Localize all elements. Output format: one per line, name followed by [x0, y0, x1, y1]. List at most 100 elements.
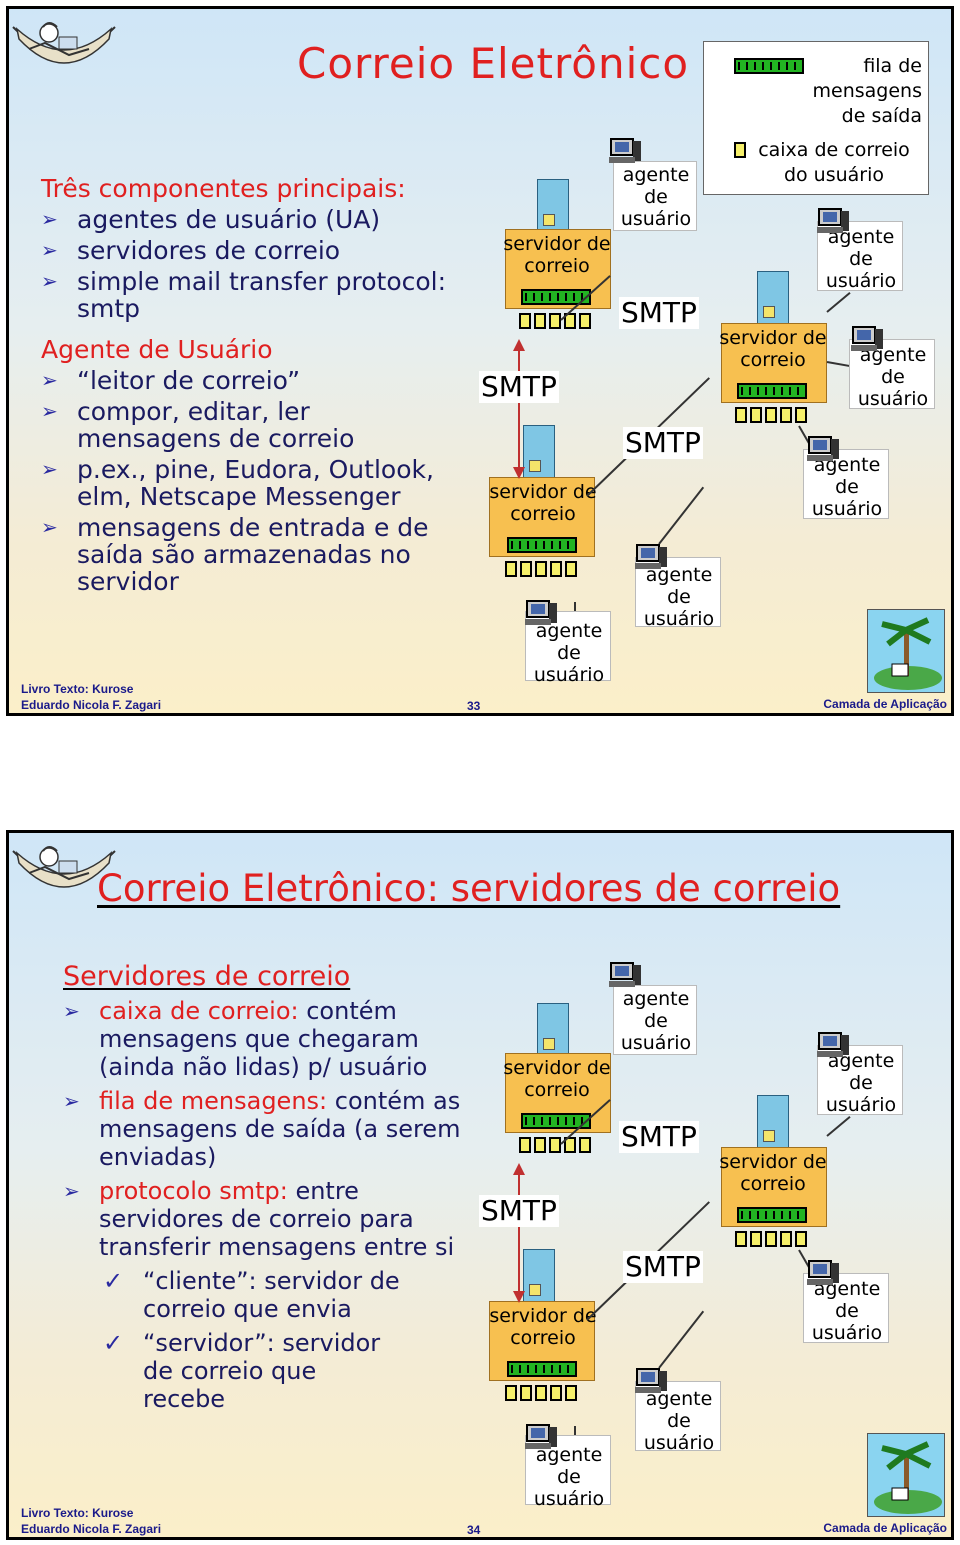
computer-icon: [525, 600, 557, 625]
user-agent: agente de usuário: [525, 1435, 611, 1510]
link-line: [658, 486, 705, 545]
check-item: ✓“cliente”: servidor de correio que envi…: [103, 1267, 400, 1323]
smtp-label: SMTP: [619, 296, 699, 329]
ua-label: agente de usuário: [643, 564, 715, 630]
ua-label: agente de usuário: [620, 988, 692, 1054]
footer-credits: Livro Texto: Kurose Eduardo Nicola F. Za…: [21, 682, 162, 712]
mailbox-icon: [519, 1137, 591, 1153]
server-tower-icon: [537, 179, 569, 235]
ua-label: agente de usuário: [533, 1444, 605, 1510]
slide-title: Correio Eletrônico: [297, 39, 690, 88]
island-clipart-icon: [867, 609, 945, 693]
list-item: ➢compor, editar, ler mensagens de correi…: [41, 397, 355, 453]
arrow-bullet-icon: ➢: [41, 269, 58, 293]
queue-legend-label: fila de mensagens de saída: [812, 55, 922, 127]
ua-label: agente de usuário: [811, 1278, 883, 1344]
check-item: ✓“servidor”: servidor de correio que rec…: [103, 1329, 381, 1413]
mailbox-icon: [505, 1385, 577, 1401]
server-label: servidor de correio: [489, 1305, 597, 1349]
server-tower-icon: [757, 271, 789, 327]
outgoing-queue-icon: [521, 289, 591, 305]
user-agent: agente de usuário: [613, 985, 697, 1055]
arrow-bullet-icon: ➢: [41, 238, 58, 262]
outgoing-queue-icon: [507, 537, 577, 553]
mailbox-icon: [735, 1231, 807, 1247]
slide-body: Servidores de correio ➢caixa de correio:…: [63, 961, 463, 1414]
server-tower-icon: [757, 1095, 789, 1151]
ua-label: agente de usuário: [533, 620, 605, 686]
link-line: [658, 1310, 705, 1369]
ua-label: agente de usuário: [620, 164, 692, 230]
computer-icon: [609, 138, 641, 163]
link-line: [826, 291, 851, 313]
slide-body: Três componentes principais: ➢agentes de…: [41, 175, 481, 595]
queue-legend-icon: [734, 58, 804, 74]
server-tower-icon: [523, 1249, 555, 1305]
smtp-label: SMTP: [623, 426, 703, 459]
arrow-bullet-icon: ➢: [63, 1179, 80, 1203]
page-number: 33: [467, 699, 481, 713]
arrow-bullet-icon: ➢: [41, 515, 58, 539]
mailbox-icon: [505, 561, 577, 577]
computer-icon: [635, 544, 667, 569]
server-label: servidor de correio: [719, 1151, 827, 1195]
legend: fila de mensagens de saída caixa de corr…: [703, 41, 929, 195]
smtp-label: SMTP: [623, 1250, 703, 1283]
list-item: ➢protocolo smtp: entre servidores de cor…: [63, 1177, 455, 1261]
outgoing-queue-icon: [507, 1361, 577, 1377]
hammock-person-icon: [12, 22, 116, 64]
list-item: ➢servidores de correio: [41, 236, 341, 265]
section-heading: Três componentes principais:: [41, 174, 406, 203]
computer-icon: [635, 1368, 667, 1393]
arrow-bullet-icon: ➢: [63, 1089, 80, 1113]
mailbox-icon: [735, 407, 807, 423]
bidirectional-arrow-icon: [513, 1163, 525, 1303]
arrow-bullet-icon: ➢: [41, 399, 58, 423]
list-item: ➢fila de mensagens: contém as mensagens …: [63, 1087, 461, 1171]
user-agent: agente de usuário: [525, 611, 611, 686]
smtp-label: SMTP: [479, 1194, 559, 1227]
hammock-person-icon: [12, 846, 116, 888]
computer-icon: [817, 1032, 849, 1057]
list-item: ➢mensagens de entrada e de saída são arm…: [41, 513, 429, 596]
footer-chapter: Camada de Aplicação: [823, 1521, 947, 1535]
outgoing-queue-icon: [521, 1113, 591, 1129]
slide-title: Correio Eletrônico: servidores de correi…: [97, 867, 841, 910]
server-label: servidor de correio: [503, 1057, 611, 1101]
arrow-bullet-icon: ➢: [63, 999, 80, 1023]
list-item: ➢agentes de usuário (UA): [41, 205, 381, 234]
computer-icon: [807, 436, 839, 461]
list-item: ➢simple mail transfer protocol: smtp: [41, 267, 447, 323]
bidirectional-arrow-icon: [513, 339, 525, 479]
user-agent: agente de usuário: [635, 557, 721, 630]
footer-chapter: Camada de Aplicação: [823, 697, 947, 711]
list-item: ➢p.ex., pine, Eudora, Outlook, elm, Nets…: [41, 455, 434, 511]
server-tower-icon: [537, 1003, 569, 1059]
subsection-heading: Agente de Usuário: [41, 335, 273, 364]
checkmark-icon: ✓: [103, 1267, 124, 1295]
mailbox-legend-label: caixa de correio do usuário: [758, 139, 910, 186]
smtp-label: SMTP: [479, 370, 559, 403]
ua-label: agente de usuário: [825, 1050, 897, 1116]
computer-icon: [807, 1260, 839, 1285]
ua-label: agente de usuário: [643, 1388, 715, 1454]
smtp-label: SMTP: [619, 1120, 699, 1153]
link-line: [826, 1115, 851, 1137]
computer-icon: [851, 326, 883, 351]
section-heading: Servidores de correio: [63, 961, 351, 992]
list-item: ➢caixa de correio: contém mensagens que …: [63, 997, 428, 1081]
computer-icon: [609, 962, 641, 987]
page-number: 34: [467, 1523, 481, 1537]
arrow-bullet-icon: ➢: [41, 457, 58, 481]
server-label: servidor de correio: [503, 233, 611, 277]
server-label: servidor de correio: [489, 481, 597, 525]
ua-label: agente de usuário: [811, 454, 883, 520]
island-clipart-icon: [867, 1433, 945, 1517]
server-tower-icon: [523, 425, 555, 481]
slide-33: Correio Eletrônico Três componentes prin…: [6, 6, 954, 716]
computer-icon: [817, 208, 849, 233]
server-label: servidor de correio: [719, 327, 827, 371]
slide-34: Correio Eletrônico: servidores de correi…: [6, 830, 954, 1540]
user-agent: agente de usuário: [613, 161, 697, 231]
footer-credits: Livro Texto: Kurose Eduardo Nicola F. Za…: [21, 1506, 162, 1536]
